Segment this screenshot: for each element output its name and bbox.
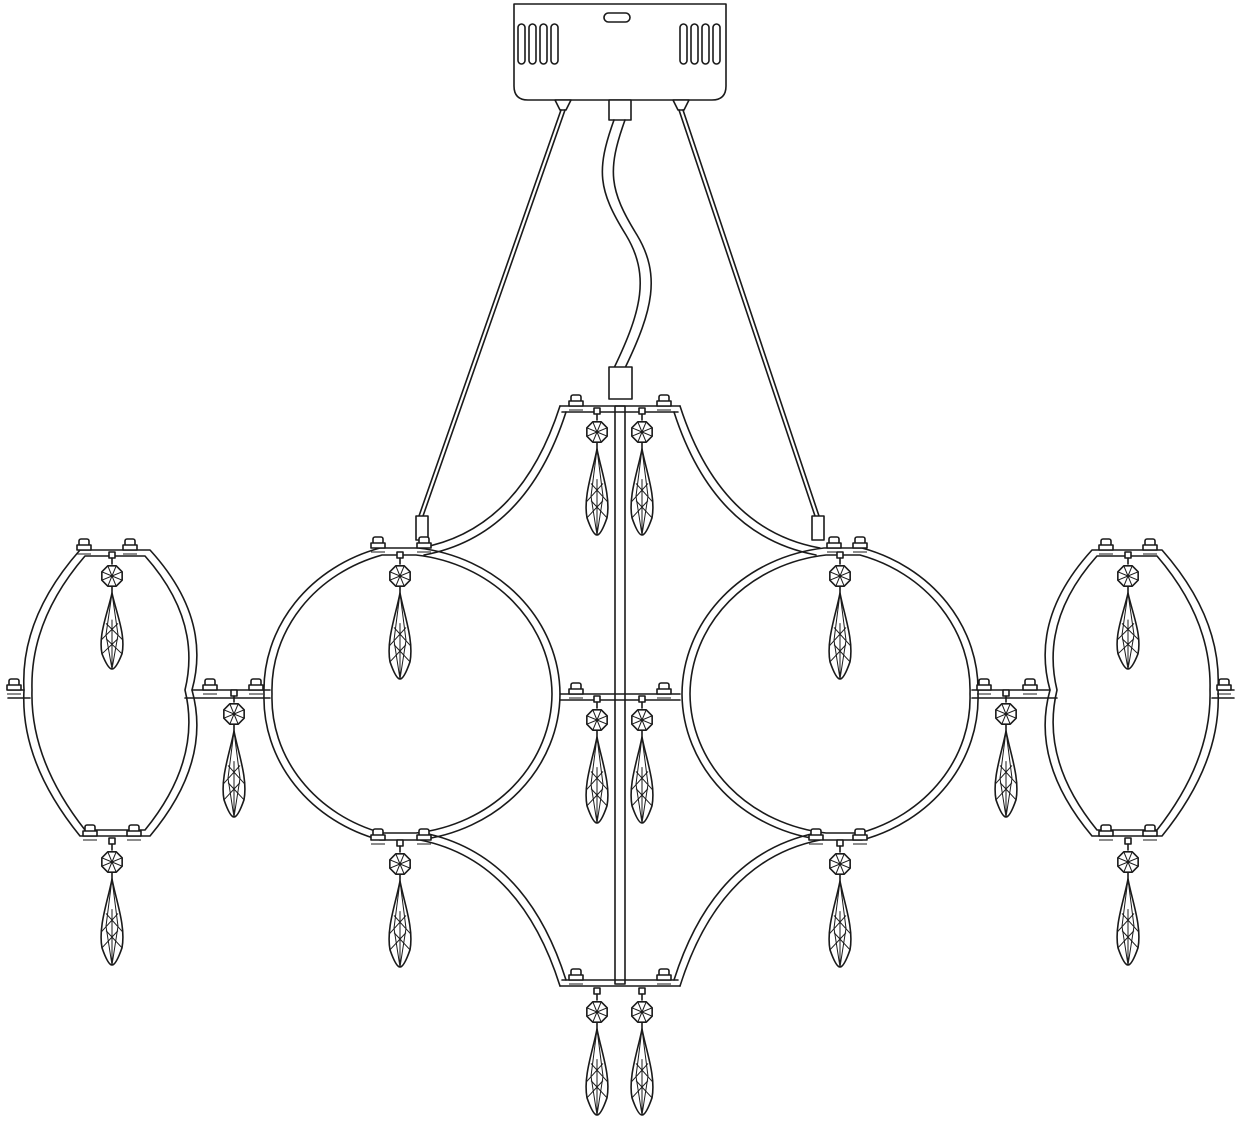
frame-clip [656,968,672,985]
frame-clip [416,828,432,845]
crystal-pendant [585,987,609,1116]
power-cord [601,119,652,400]
frame-clip [1022,678,1038,695]
frame-clip [808,828,824,845]
frame-clip [852,828,868,845]
crystal-pendant [388,551,412,680]
crystal-pendant [1116,837,1140,966]
frame-clip [82,824,98,841]
crystal-pendant [100,837,124,966]
frame-clip [976,678,992,695]
crystal-pendant [1116,551,1140,670]
canopy-vent-right [679,23,721,65]
frame-clip [1142,538,1158,555]
crystal-pendant [100,551,124,670]
crystal-pendant [630,695,654,824]
crystal-pendant [585,407,609,536]
crystal-pendant [388,839,412,968]
crystal-pendant [630,987,654,1116]
frame-clip [1142,824,1158,841]
frame-clip [202,678,218,695]
frame-right-circle [681,547,979,841]
frame-clip [416,536,432,553]
frame-clip [76,538,92,555]
canopy-vent-left [517,23,559,65]
frame-right-ellipse [971,549,1235,837]
ceiling-canopy [513,3,727,121]
frame-clips [6,394,1232,985]
frame-clip [826,536,842,553]
frame-clip [656,682,672,699]
frame-clip [122,538,138,555]
crystal-pendant [630,407,654,536]
frame-left-circle [263,547,561,841]
frame-clip [568,394,584,411]
crystal-pendant [585,695,609,824]
frame-clip [1098,824,1114,841]
crystal-pendant [222,689,246,818]
frame-clip [1216,678,1232,695]
frame-clip [852,536,868,553]
frame-clip [370,536,386,553]
frame-clip [568,968,584,985]
frame-clip [370,828,386,845]
crystal-pendant [828,551,852,680]
crystal-pendant [994,689,1018,818]
frame-clip [248,678,264,695]
frame-clip [1098,538,1114,555]
frame-clip [126,824,142,841]
crystal-pendant [828,839,852,968]
suspension-wires [415,109,825,541]
frame-clip [6,678,22,695]
crystal-pendants [100,407,1140,1116]
frame-clip [568,682,584,699]
frame-center-arcs [419,405,821,987]
frame-clip [656,394,672,411]
central-spine [614,405,626,985]
